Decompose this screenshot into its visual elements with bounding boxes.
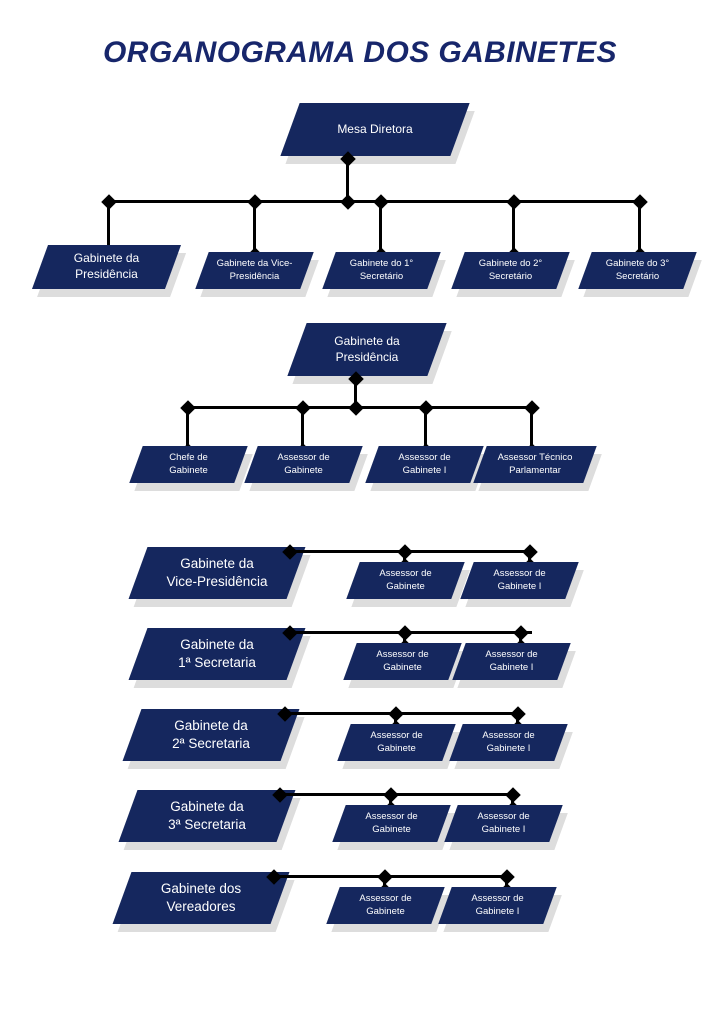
node-label: Assessor de Gabinete — [376, 648, 429, 673]
node-gabinete-2-secretario[interactable]: Gabinete do 2° Secretário — [451, 252, 575, 297]
node-label: Gabinete do 2° Secretário — [478, 257, 543, 282]
connector-drop-pres-1 — [186, 407, 189, 451]
connector-node-presidency-center — [347, 399, 364, 416]
node-label: Assessor de Gabinete — [370, 729, 423, 754]
node-label: Assessor de Gabinete I — [493, 567, 546, 592]
node-office-2a-secretaria[interactable]: Gabinete da 2ª Secretaria — [122, 709, 305, 769]
node-chefe-de-gabinete[interactable]: Chefe de Gabinete — [129, 446, 253, 491]
node-label: Assessor de Gabinete I — [477, 810, 530, 835]
node-office-3-assessor-gabinete-i[interactable]: Assessor de Gabinete I — [449, 724, 573, 769]
node-label: Chefe de Gabinete — [169, 451, 208, 476]
connector-presidency-stem — [354, 377, 357, 409]
node-pres-assessor-gabinete-i[interactable]: Assessor de Gabinete I — [365, 446, 489, 491]
node-office-3a-secretaria[interactable]: Gabinete da 3ª Secretaria — [118, 790, 301, 850]
node-label: Assessor de Gabinete — [277, 451, 330, 476]
node-label: Assessor de Gabinete I — [482, 729, 535, 754]
node-label: Assessor de Gabinete I — [471, 892, 524, 917]
connector-drop-l1-5 — [638, 201, 641, 255]
node-office-vereadores[interactable]: Gabinete dos Vereadores — [112, 872, 295, 932]
node-office-1a-secretaria[interactable]: Gabinete da 1ª Secretaria — [128, 628, 311, 688]
node-label: Assessor de Gabinete I — [485, 648, 538, 673]
node-label: Gabinete da Presidência — [334, 333, 400, 364]
connector-node-l1-center — [339, 193, 356, 210]
connector-drop-pres-2 — [301, 407, 304, 451]
connector-drop-pres-3 — [424, 407, 427, 451]
node-assessor-tecnico-parlamentar[interactable]: Assessor Técnico Parlamentar — [473, 446, 602, 491]
connector-drop-l1-4 — [512, 201, 515, 255]
node-mesa-diretora[interactable]: Mesa Diretora — [280, 103, 475, 164]
node-label: Gabinete da 2ª Secretaria — [172, 718, 250, 751]
node-gabinete-3-secretario[interactable]: Gabinete do 3° Secretário — [578, 252, 702, 297]
node-gabinete-vice-presidencia[interactable]: Gabinete da Vice- Presidência — [195, 252, 319, 297]
connector-drop-l1-2 — [253, 201, 256, 255]
connector-drop-pres-4 — [530, 407, 533, 451]
node-office-1-assessor-gabinete[interactable]: Assessor de Gabinete — [346, 562, 470, 607]
node-office-2-assessor-gabinete-i[interactable]: Assessor de Gabinete I — [452, 643, 576, 688]
node-office-4-assessor-gabinete[interactable]: Assessor de Gabinete — [332, 805, 456, 850]
node-pres-assessor-gabinete[interactable]: Assessor de Gabinete — [244, 446, 368, 491]
node-label: Assessor de Gabinete — [379, 567, 432, 592]
node-office-2-assessor-gabinete[interactable]: Assessor de Gabinete — [343, 643, 467, 688]
connector-drop-l1-3 — [379, 201, 382, 255]
node-presidency-parent[interactable]: Gabinete da Presidência — [287, 323, 452, 384]
node-gabinete-1-secretario[interactable]: Gabinete do 1° Secretário — [322, 252, 446, 297]
node-label: Gabinete da 1ª Secretaria — [178, 637, 256, 670]
connector-drop-l1-1 — [107, 201, 110, 255]
node-office-4-assessor-gabinete-i[interactable]: Assessor de Gabinete I — [444, 805, 568, 850]
node-label: Gabinete do 3° Secretário — [605, 257, 670, 282]
node-label: Gabinete da Vice- Presidência — [216, 257, 293, 282]
node-label: Gabinete da 3ª Secretaria — [168, 799, 246, 832]
node-office-5-assessor-gabinete[interactable]: Assessor de Gabinete — [326, 887, 450, 932]
node-office-1-assessor-gabinete-i[interactable]: Assessor de Gabinete I — [460, 562, 584, 607]
node-label: Mesa Diretora — [337, 121, 413, 136]
node-office-5-assessor-gabinete-i[interactable]: Assessor de Gabinete I — [438, 887, 562, 932]
node-label: Assessor de Gabinete — [359, 892, 412, 917]
node-label: Assessor Técnico Parlamentar — [497, 451, 573, 476]
node-office-3-assessor-gabinete[interactable]: Assessor de Gabinete — [337, 724, 461, 769]
node-office-vice-presidencia[interactable]: Gabinete da Vice-Presidência — [128, 547, 311, 607]
node-label: Gabinete do 1° Secretário — [349, 257, 414, 282]
node-label: Gabinete dos Vereadores — [160, 881, 242, 914]
node-label: Assessor de Gabinete I — [398, 451, 451, 476]
node-label: Assessor de Gabinete — [365, 810, 418, 835]
node-label: Gabinete da Presidência — [73, 251, 140, 281]
connector-root-stem — [346, 157, 349, 203]
node-gabinete-presidencia[interactable]: Gabinete da Presidência — [31, 245, 187, 297]
node-label: Gabinete da Vice-Presidência — [166, 556, 268, 589]
page-title: ORGANOGRAMA DOS GABINETES — [103, 36, 617, 69]
